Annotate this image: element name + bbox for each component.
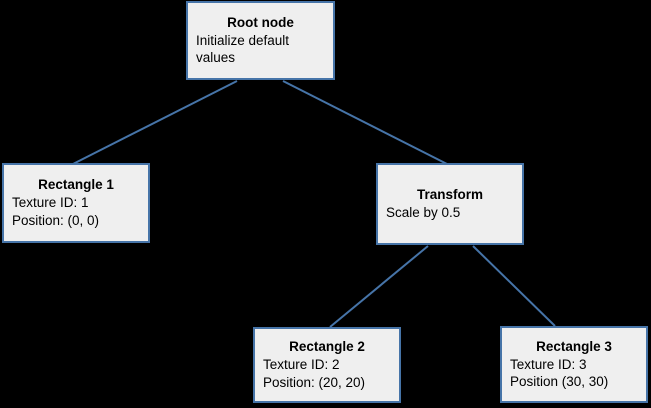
node-texture-id: Texture ID: 3: [510, 356, 587, 372]
node-position: Position (30, 30): [510, 374, 609, 390]
node-transform[interactable]: Transform Scale by 0.5: [376, 163, 524, 245]
node-rectangle-1[interactable]: Rectangle 1 Texture ID: 1 Position: (0, …: [2, 163, 150, 243]
node-title: Rectangle 3: [536, 338, 612, 354]
node-title: Rectangle 2: [289, 339, 365, 355]
node-description: Scale by 0.5: [386, 205, 461, 220]
node-description: Initialize default values: [196, 32, 290, 66]
node-position: Position: (20, 20): [263, 374, 366, 390]
edge-transform-to-rectangle-3: [472, 245, 556, 327]
node-rectangle-3[interactable]: Rectangle 3 Texture ID: 3 Position (30, …: [500, 326, 648, 403]
edge-root-to-rectangle-1: [72, 80, 238, 165]
edge-transform-to-rectangle-2: [329, 245, 429, 328]
edge-root-to-transform: [282, 80, 448, 165]
node-texture-id: Texture ID: 2: [263, 357, 340, 373]
node-texture-id: Texture ID: 1: [12, 195, 89, 211]
node-rectangle-2[interactable]: Rectangle 2 Texture ID: 2 Position: (20,…: [253, 327, 401, 403]
node-title: Root node: [227, 14, 294, 30]
node-position: Position: (0, 0): [12, 212, 100, 228]
node-title: Rectangle 1: [38, 177, 114, 193]
node-root[interactable]: Root node Initialize default values: [186, 1, 335, 80]
node-title: Transform: [416, 187, 484, 203]
